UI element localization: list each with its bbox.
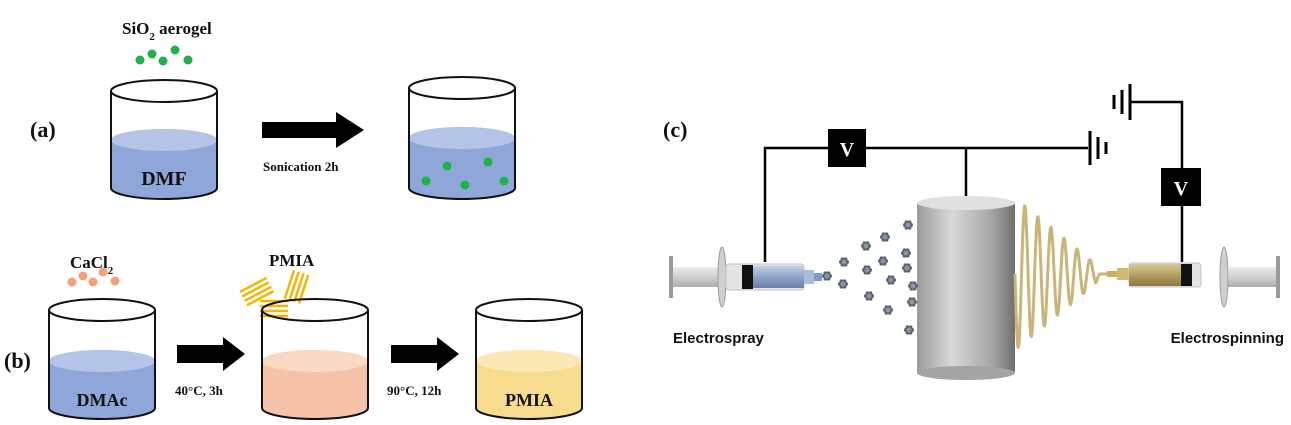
- panel-a-label: (a): [30, 117, 56, 142]
- step-90c-label: 90°C, 12h: [387, 383, 442, 398]
- voltage-source-spray: V: [828, 129, 866, 167]
- spray-particle: [839, 257, 849, 267]
- spin-plunger-thumb: [1276, 256, 1280, 298]
- spin-plunger-rod: [1228, 267, 1276, 287]
- sio2-particle: [170, 45, 180, 55]
- beaker-pmia: PMIA: [475, 298, 583, 420]
- spray-particle: [907, 297, 917, 307]
- electrospinning-label: Electrospinning: [1171, 330, 1284, 347]
- sio2-particle: [460, 180, 470, 190]
- spin-flange: [1219, 246, 1229, 308]
- panel-b-label: (b): [4, 348, 31, 373]
- spray-particle: [883, 305, 893, 315]
- spray-particles: [822, 220, 918, 335]
- arrow-90c: 90°C, 12h: [387, 337, 459, 398]
- syringe-flange: [717, 246, 727, 308]
- sio2-particle: [442, 161, 452, 171]
- dispersed-particles: [421, 157, 509, 190]
- voltage-label-spin: V: [1174, 178, 1189, 200]
- beaker-dmf: DMF: [110, 79, 218, 200]
- cacl2-particle: [67, 277, 77, 287]
- sio2-particle: [421, 176, 431, 186]
- spray-particle: [878, 256, 888, 266]
- cacl2-particle: [88, 277, 98, 287]
- syringe-tip: [804, 270, 814, 284]
- plunger-stopper: [742, 265, 753, 289]
- ground-symbol-collector: [1088, 131, 1108, 165]
- dmac-label: DMAc: [77, 390, 128, 410]
- spin-tip: [1117, 268, 1129, 280]
- step-40c-label: 40°C, 3h: [175, 383, 224, 398]
- spray-particle: [838, 279, 848, 289]
- spray-particle: [902, 263, 912, 273]
- beaker-dmac: DMAc: [48, 298, 156, 420]
- spray-particle: [904, 325, 914, 335]
- pmia-flake: [239, 276, 275, 307]
- plunger-thumb: [669, 256, 673, 298]
- sio2-particle: [158, 56, 168, 66]
- spin-needle: [1107, 271, 1117, 277]
- cacl2-particle: [78, 271, 88, 281]
- spray-particle: [901, 248, 911, 258]
- sio2-particles: [135, 45, 193, 66]
- plunger-rod: [673, 267, 725, 287]
- sio2-particle: [183, 55, 193, 65]
- arrow-40c: 40°C, 3h: [175, 337, 245, 398]
- beaker-cacl2-dmac: [261, 298, 369, 420]
- sonication-label: Sonication 2h: [263, 159, 339, 174]
- cacl2-particle: [98, 267, 108, 277]
- spray-fluid: [752, 266, 804, 288]
- sio2-particle: [483, 157, 493, 167]
- pmia-flakes: [239, 269, 310, 318]
- spray-particle: [886, 275, 896, 285]
- spray-particle: [880, 232, 890, 242]
- sio2-label: SiO2 aerogel: [122, 19, 212, 43]
- panel-b: (b) CaCl2 DMAc 40°C, 3h PMIA: [4, 251, 583, 420]
- spray-particle: [861, 241, 871, 251]
- circuit-wires: [763, 100, 1184, 262]
- panel-c: (c) V V: [663, 84, 1284, 380]
- electrospray-syringe: Electrospray: [669, 246, 822, 347]
- spray-particle: [864, 291, 874, 301]
- spray-particle: [908, 281, 918, 291]
- beaker-dispersion: [408, 76, 516, 200]
- panel-a: (a) SiO2 aerogel DMF Sonication 2h: [30, 19, 516, 200]
- electrospinning-syringe: Electrospinning: [1107, 246, 1284, 347]
- voltage-label-spray: V: [840, 139, 855, 161]
- spray-particle: [862, 265, 872, 275]
- sio2-particle: [147, 49, 157, 59]
- arrow-sonication: Sonication 2h: [262, 112, 364, 174]
- voltage-source-spin: V: [1161, 168, 1201, 206]
- spin-plunger-stopper: [1181, 264, 1192, 286]
- cacl2-particles: [67, 267, 120, 287]
- spray-nozzle: [814, 273, 822, 281]
- ground-symbol-spinner: [1112, 84, 1132, 120]
- cacl2-label: CaCl2: [70, 253, 114, 277]
- sio2-particle: [135, 55, 145, 65]
- electrospray-label: Electrospray: [673, 330, 765, 347]
- spin-fluid: [1129, 264, 1181, 286]
- dmf-label: DMF: [141, 168, 187, 190]
- cacl2-particle: [110, 276, 120, 286]
- panel-c-label: (c): [663, 117, 687, 142]
- sio2-particle: [499, 176, 509, 186]
- pmia-product-label: PMIA: [505, 390, 553, 410]
- pmia-additive-label: PMIA: [269, 251, 315, 270]
- collector-drum: [917, 196, 1015, 380]
- spray-particle: [822, 271, 832, 281]
- electrospun-fiber: [1013, 204, 1107, 350]
- pmia-flake: [283, 269, 310, 304]
- spray-particle: [903, 220, 913, 230]
